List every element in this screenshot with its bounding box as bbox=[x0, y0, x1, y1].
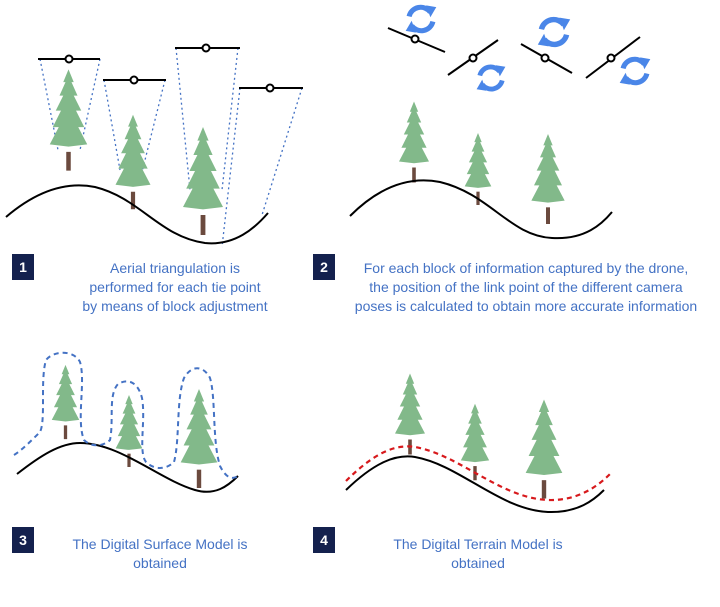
terrain-curve bbox=[5, 184, 269, 245]
panel-1-illustration bbox=[5, 43, 303, 248]
step-badge-3: 3 bbox=[12, 527, 34, 553]
panel-3-illustration bbox=[13, 351, 239, 493]
step-caption-1: Aerial triangulation is performed for ea… bbox=[82, 260, 268, 314]
step-badge-4: 4 bbox=[313, 527, 335, 553]
trees bbox=[399, 101, 565, 224]
trees bbox=[395, 373, 563, 499]
step-caption-3: The Digital Surface Model is obtained bbox=[72, 536, 248, 571]
step-badge-2: 2 bbox=[313, 254, 335, 280]
camera-icons bbox=[38, 43, 303, 93]
terrain-model-line bbox=[345, 445, 611, 502]
trees bbox=[49, 69, 223, 235]
step-caption-2: For each block of information captured b… bbox=[354, 260, 698, 314]
terrain-curve bbox=[16, 441, 239, 493]
step-badge-1: 1 bbox=[12, 254, 34, 280]
panel-4-illustration bbox=[345, 373, 611, 514]
tilted-camera-icons bbox=[387, 27, 641, 79]
step-caption-4: The Digital Terrain Model is obtained bbox=[393, 536, 563, 571]
terrain-curve bbox=[349, 179, 613, 240]
surface-model-line bbox=[13, 351, 239, 479]
terrain-curve bbox=[345, 455, 605, 514]
projection-lines bbox=[39, 47, 303, 248]
panel-2-illustration bbox=[349, 5, 650, 240]
